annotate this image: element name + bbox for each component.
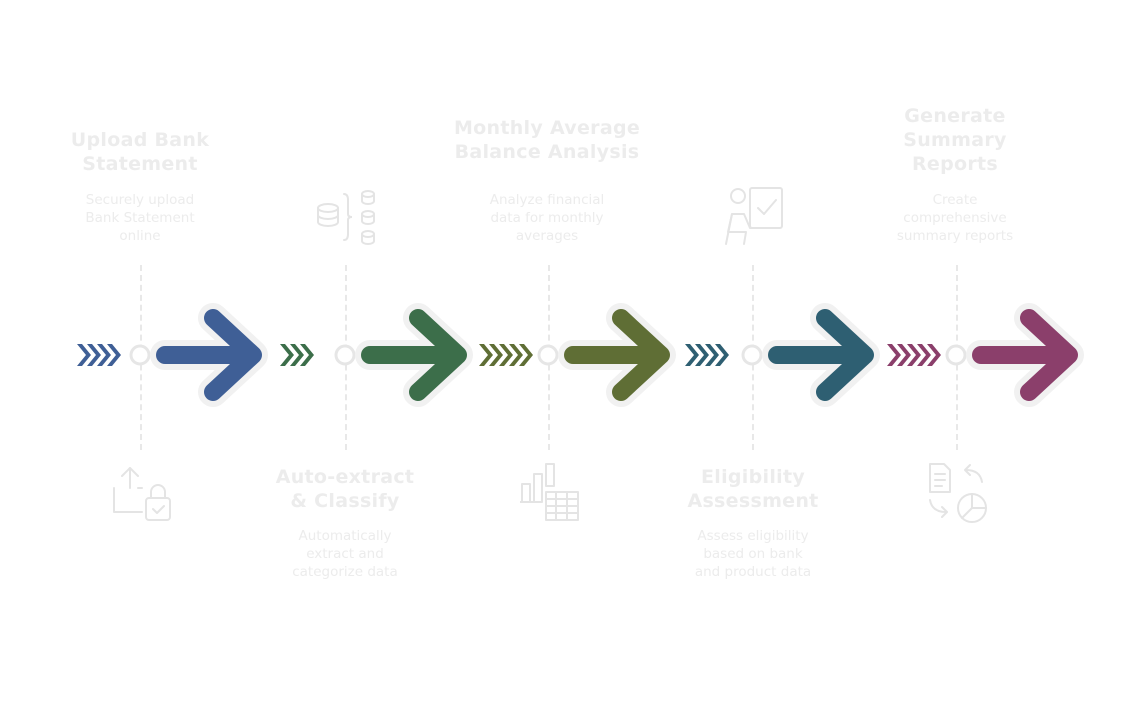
step-1-description: Securely upload Bank Statement online [85,192,195,244]
step-5-chevron [897,344,911,366]
step-1-node [129,344,151,366]
step-5-chevron [927,344,941,366]
step-5-arrow [966,303,1084,407]
step-4-arrow [762,303,880,407]
step-3-arrow-group [479,303,676,407]
step-2-chevron [300,344,314,366]
step-5-title: Generate Summary Reports [903,105,1007,175]
step-5-node [945,344,967,366]
step-5-chevron [907,344,921,366]
step-3-chevron [489,344,503,366]
step-3-title: Monthly Average Balance Analysis [453,117,641,163]
step-3-arrow [558,303,676,407]
step-5-chevron [917,344,931,366]
step-3-node [537,344,559,366]
step-2-chevron [280,344,294,366]
database-sort-icon [317,190,375,245]
step-2-description: Automatically extract and categorize dat… [292,528,398,580]
step-2-arrow-group [280,303,473,407]
step-2-node [334,344,356,366]
step-1-title: Upload Bank Statement [70,129,210,175]
step-4-description: Assess eligibility based on bank and pro… [694,528,812,580]
step-5-arrow-group [887,303,1084,407]
step-1-arrow [150,303,268,407]
step-4-node [741,344,763,366]
step-1-arrow-group [77,303,268,407]
step-2-chevron [290,344,304,366]
report-pie-icon [929,463,987,523]
step-1-chevron [87,344,101,366]
step-3-chevron [519,344,533,366]
step-4-chevron [715,344,729,366]
chart-table-icon [520,463,579,521]
step-3-chevron [499,344,513,366]
step-3-chevron [479,344,493,366]
person-checklist-icon [725,187,783,245]
step-4-arrow-group [685,303,880,407]
step-4-chevron [685,344,699,366]
step-1-chevron [107,344,121,366]
step-1-chevron [77,344,91,366]
step-3-chevron [509,344,523,366]
upload-lock-icon [113,467,171,521]
step-4-title: Eligibility Assessment [687,466,819,512]
step-4-chevron [705,344,719,366]
step-1-chevron [97,344,111,366]
step-5-description: Create comprehensive summary reports [896,192,1014,244]
step-4-chevron [695,344,709,366]
step-2-arrow [355,303,473,407]
step-5-chevron [887,344,901,366]
step-2-title: Auto-extract & Classify [275,466,415,512]
step-3-description: Analyze financial data for monthly avera… [489,192,605,244]
